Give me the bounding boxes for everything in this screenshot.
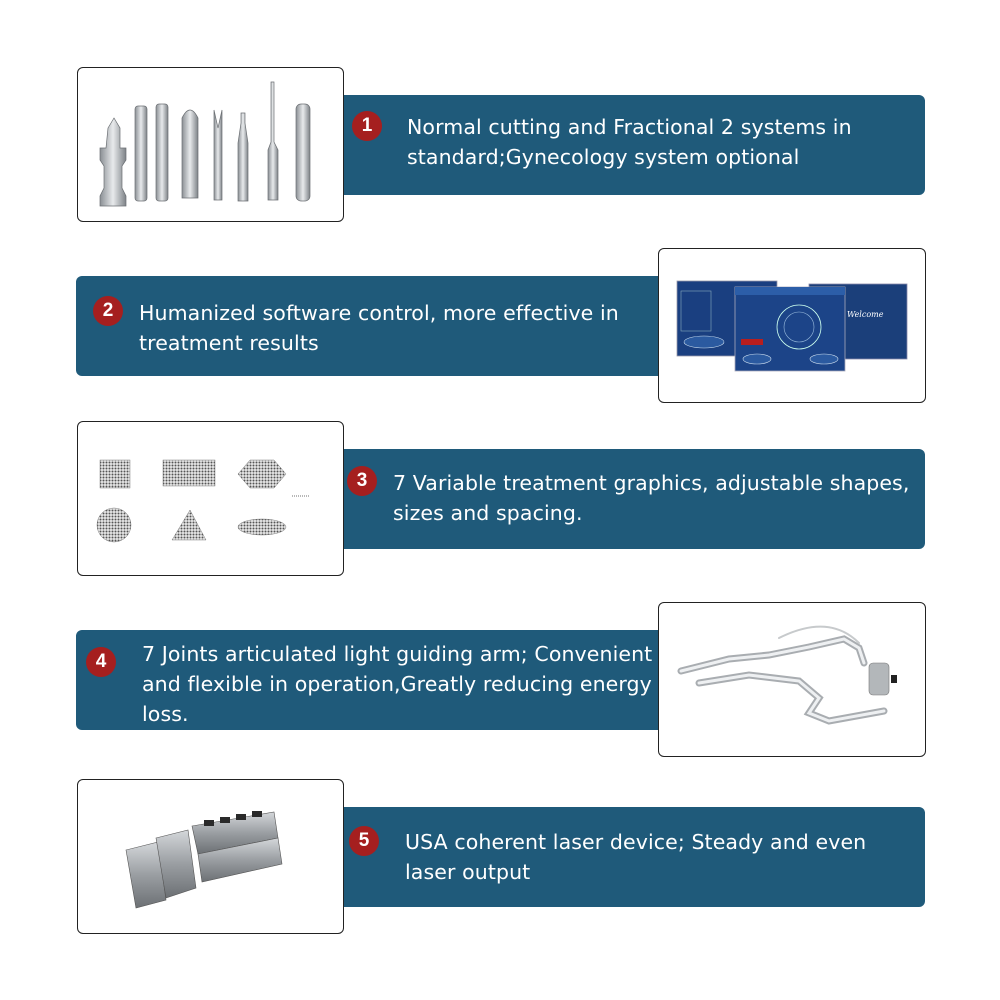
feature-text-line: treatment results [139,331,319,355]
number-badge: 3 [347,466,377,496]
number-badge: 2 [93,296,123,326]
feature-text-line: loss. [142,702,189,726]
feature-text-line: 7 Variable treatment graphics, adjustabl… [393,471,910,495]
number-badge: 1 [352,111,382,141]
feature-text-line: 7 Joints articulated light guiding arm; … [142,642,653,666]
treatment-shapes-image [77,421,344,576]
feature-band [76,276,676,376]
feature-text: Humanized software control, more effecti… [139,298,619,358]
feature-text-line: laser output [405,860,531,884]
articulated-arm-image [658,602,926,757]
number-badge: 4 [86,647,116,677]
feature-text-line: sizes and spacing. [393,501,583,525]
feature-text: USA coherent laser device; Steady and ev… [405,827,866,887]
feature-band [325,95,925,195]
welcome-text: Welcome [847,310,884,319]
feature-text: Normal cutting and Fractional 2 systems … [407,112,852,172]
feature-band [76,630,676,730]
feature-band [325,807,925,907]
feature-text-line: USA coherent laser device; Steady and ev… [405,830,867,854]
feature-text-line: standard;Gynecology system optional [407,145,800,169]
feature-text-line: Normal cutting and Fractional 2 systems … [407,115,852,139]
feature-text: 7 Joints articulated light guiding arm; … [142,639,652,729]
number-badge: 5 [349,826,379,856]
feature-text-line: and flexible in operation,Greatly reduci… [142,672,652,696]
feature-text-line: Humanized software control, more effecti… [139,301,619,325]
software-screens-image: Welcome [658,248,926,403]
feature-band [325,449,925,549]
handpiece-tips-image [77,67,344,222]
laser-tubes-image [77,779,344,934]
feature-text: 7 Variable treatment graphics, adjustabl… [393,468,909,528]
